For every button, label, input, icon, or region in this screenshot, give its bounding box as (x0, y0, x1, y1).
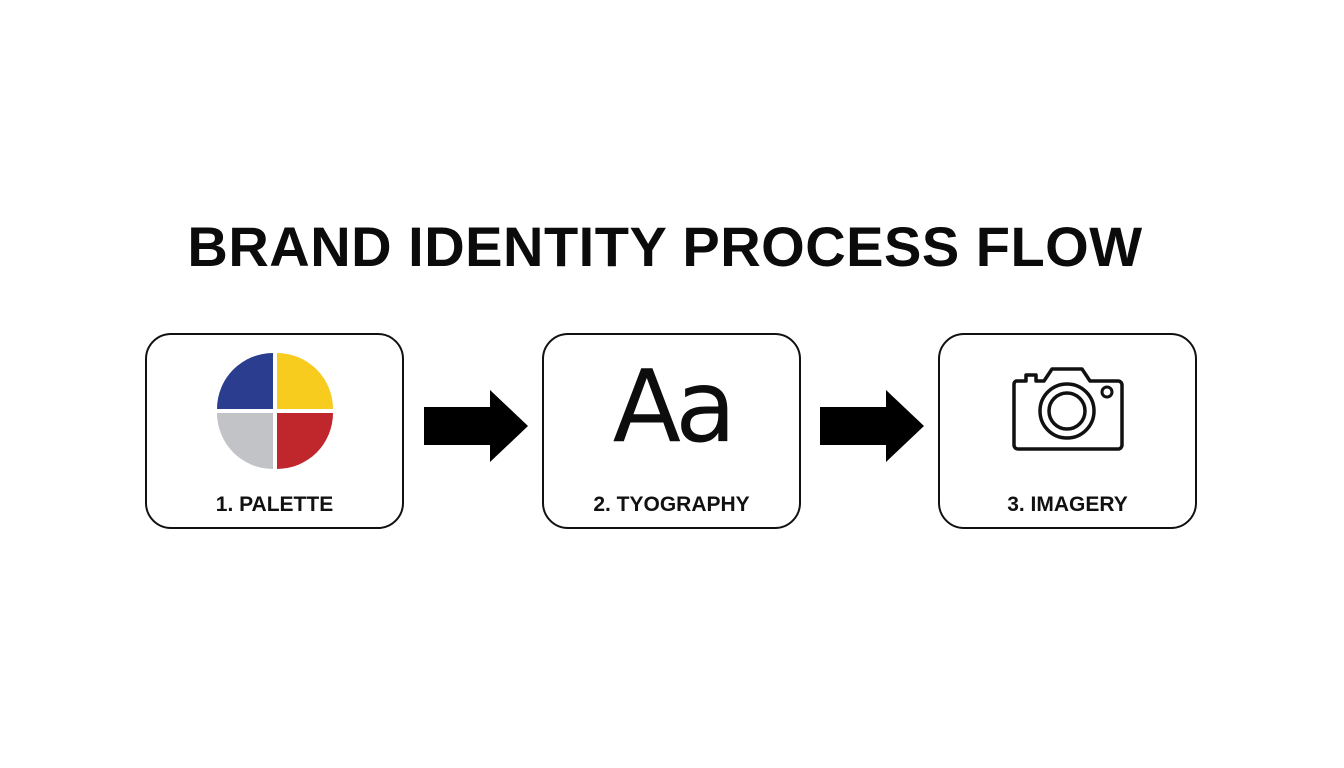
palette-blue-quadrant (216, 353, 273, 409)
palette-red-quadrant (276, 413, 333, 469)
palette-yellow-quadrant (276, 353, 333, 409)
step-label: 3. IMAGERY (1007, 493, 1128, 516)
step-palette-box: 1. PALETTE (145, 333, 404, 529)
arrow-right-icon (818, 388, 926, 464)
diagram-title: BRAND IDENTITY PROCESS FLOW (187, 214, 1143, 278)
palette-gray-quadrant (216, 413, 273, 469)
color-palette-icon (216, 353, 333, 469)
arrow-right-icon (422, 388, 530, 464)
step-label: 1. PALETTE (215, 493, 334, 516)
step-typography-box: Aa 2. TYOGRAPHY (542, 333, 801, 529)
step-imagery-box: 3. IMAGERY (938, 333, 1197, 529)
typography-icon: Aa (612, 348, 737, 465)
step-label: 2. TYOGRAPHY (593, 493, 750, 516)
camera-icon (1010, 363, 1126, 453)
